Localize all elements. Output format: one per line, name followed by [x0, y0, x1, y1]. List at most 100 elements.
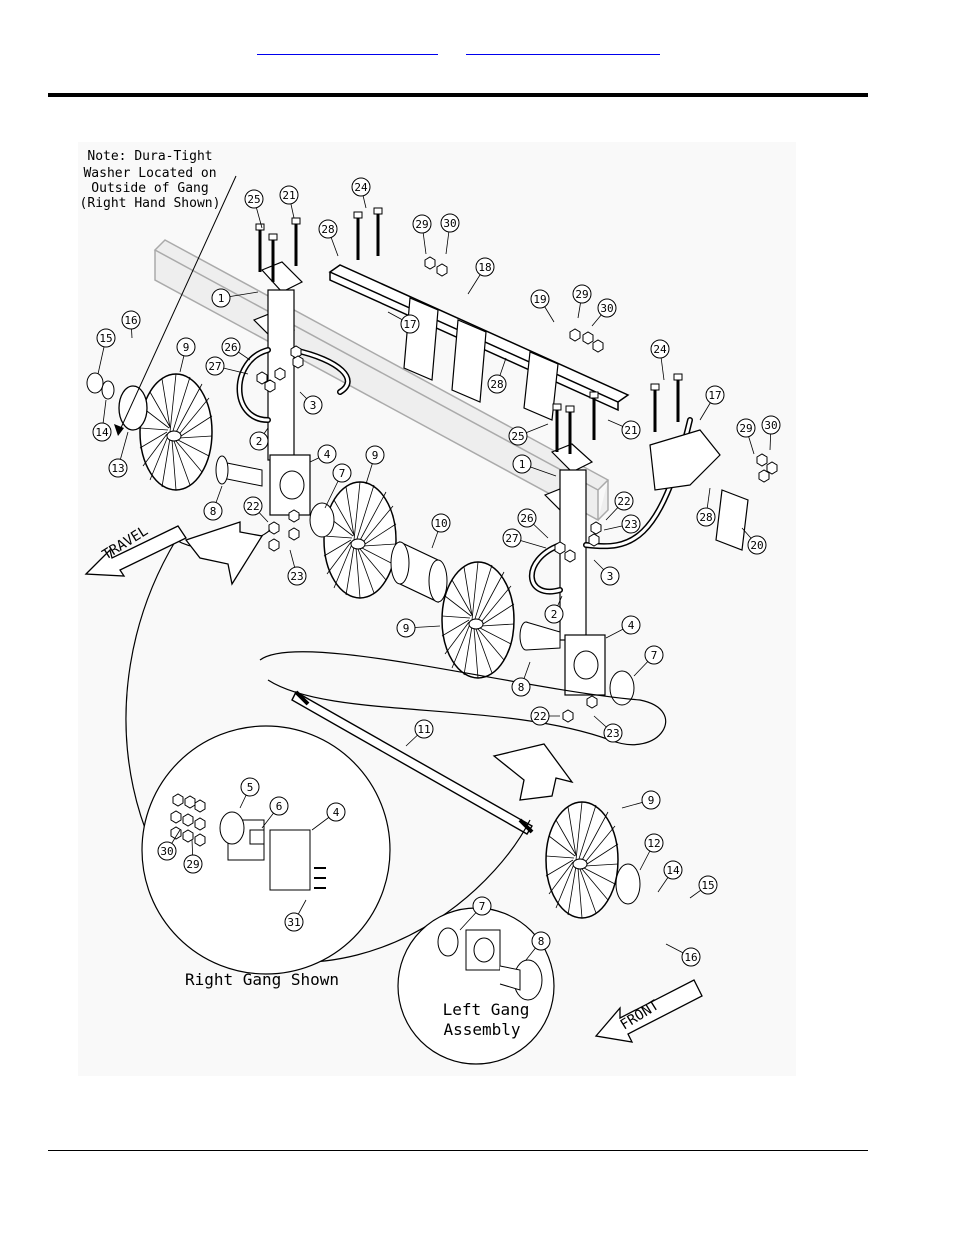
parts-diagram: TRAVEL FRONT Note: Dura-Tight Washer Loc…: [78, 142, 796, 1076]
callout-29: 29: [183, 839, 203, 874]
callout-30: 30: [157, 829, 181, 861]
svg-text:Washer Located on: Washer Located on: [83, 166, 216, 181]
svg-text:30: 30: [160, 845, 173, 858]
callout-6: 6: [261, 796, 289, 829]
top-rule: [48, 93, 868, 97]
svg-text:5: 5: [247, 781, 254, 794]
callout-28: 28: [696, 487, 716, 527]
callout-26: 26: [221, 337, 251, 361]
callout-21: 21: [607, 419, 641, 440]
svg-text:15: 15: [701, 879, 714, 892]
svg-text:19: 19: [533, 293, 546, 306]
callout-30: 30: [761, 415, 781, 451]
svg-text:14: 14: [666, 864, 680, 877]
svg-text:22: 22: [617, 495, 630, 508]
callout-23: 23: [603, 514, 641, 534]
callout-1: 1: [512, 454, 557, 477]
callout-25: 25: [244, 189, 264, 229]
svg-text:6: 6: [276, 800, 283, 813]
svg-text:8: 8: [538, 935, 545, 948]
callout-9: 9: [176, 337, 196, 373]
svg-text:2: 2: [256, 435, 263, 448]
callout-3: 3: [593, 559, 620, 586]
callout-5: 5: [239, 777, 260, 809]
svg-text:9: 9: [403, 622, 410, 635]
svg-text:4: 4: [333, 806, 340, 819]
svg-text:22: 22: [533, 710, 546, 723]
callout-19: 19: [530, 289, 555, 323]
callout-1: 1: [211, 288, 259, 308]
callout-4: 4: [311, 802, 346, 831]
svg-text:29: 29: [575, 288, 588, 301]
callout-2: 2: [544, 595, 564, 624]
callout-14: 14: [92, 399, 112, 442]
callout-23: 23: [593, 715, 623, 743]
svg-text:23: 23: [624, 518, 637, 531]
svg-text:2: 2: [551, 608, 558, 621]
svg-text:Outside of Gang: Outside of Gang: [91, 181, 208, 196]
callout-27: 27: [502, 528, 547, 549]
svg-text:16: 16: [124, 314, 137, 327]
callout-31: 31: [284, 899, 307, 932]
svg-text:30: 30: [764, 419, 777, 432]
callout-28: 28: [487, 357, 507, 394]
callout-2: 2: [249, 427, 269, 451]
svg-text:9: 9: [183, 341, 190, 354]
svg-text:18: 18: [478, 261, 491, 274]
svg-text:17: 17: [403, 318, 416, 331]
callout-4: 4: [309, 444, 337, 464]
bottom-rule: [48, 1150, 868, 1151]
svg-text:10: 10: [434, 517, 447, 530]
svg-text:4: 4: [628, 619, 635, 632]
callout-24: 24: [351, 177, 371, 209]
svg-text:28: 28: [321, 223, 334, 236]
svg-text:24: 24: [354, 181, 368, 194]
svg-text:4: 4: [324, 448, 331, 461]
callout-15: 15: [689, 875, 718, 899]
callout-21: 21: [279, 185, 299, 219]
svg-text:3: 3: [607, 570, 614, 583]
svg-text:30: 30: [443, 217, 456, 230]
svg-text:7: 7: [339, 467, 346, 480]
svg-text:9: 9: [648, 794, 655, 807]
svg-text:8: 8: [210, 505, 217, 518]
callout-12: 12: [639, 833, 664, 871]
note-text: Note: Dura-Tight Washer Located on Outsi…: [80, 149, 221, 211]
callout-18: 18: [467, 257, 495, 295]
callout-22: 22: [530, 706, 560, 726]
callout-20: 20: [741, 527, 767, 555]
svg-text:16: 16: [684, 951, 697, 964]
svg-text:21: 21: [282, 189, 295, 202]
svg-text:28: 28: [699, 511, 712, 524]
callout-29: 29: [572, 284, 592, 319]
svg-text:27: 27: [208, 360, 221, 373]
callout-22: 22: [605, 491, 634, 521]
callout-29: 29: [412, 214, 432, 255]
svg-text:13: 13: [111, 462, 124, 475]
svg-text:(Right Hand Shown): (Right Hand Shown): [80, 196, 221, 211]
callout-26: 26: [517, 508, 549, 539]
svg-text:7: 7: [651, 649, 658, 662]
svg-text:Note: Dura-Tight: Note: Dura-Tight: [87, 149, 212, 164]
callout-24: 24: [650, 339, 670, 381]
svg-text:1: 1: [218, 292, 225, 305]
svg-text:21: 21: [624, 424, 637, 437]
callout-25: 25: [508, 423, 549, 446]
svg-text:24: 24: [653, 343, 667, 356]
callout-17: 17: [387, 311, 420, 334]
callout-9: 9: [365, 445, 385, 485]
svg-text:11: 11: [417, 723, 430, 736]
svg-text:3: 3: [310, 399, 317, 412]
svg-text:27: 27: [505, 532, 518, 545]
svg-text:8: 8: [518, 681, 525, 694]
callout-8: 8: [525, 931, 551, 961]
svg-text:29: 29: [739, 422, 752, 435]
header-link-1[interactable]: [257, 38, 438, 55]
header-link-2[interactable]: [466, 38, 660, 55]
callout-29: 29: [736, 418, 756, 455]
callout-9: 9: [621, 790, 661, 810]
callout-11: 11: [405, 719, 434, 747]
svg-text:15: 15: [99, 332, 112, 345]
callout-30: 30: [591, 298, 617, 327]
svg-text:28: 28: [490, 378, 503, 391]
